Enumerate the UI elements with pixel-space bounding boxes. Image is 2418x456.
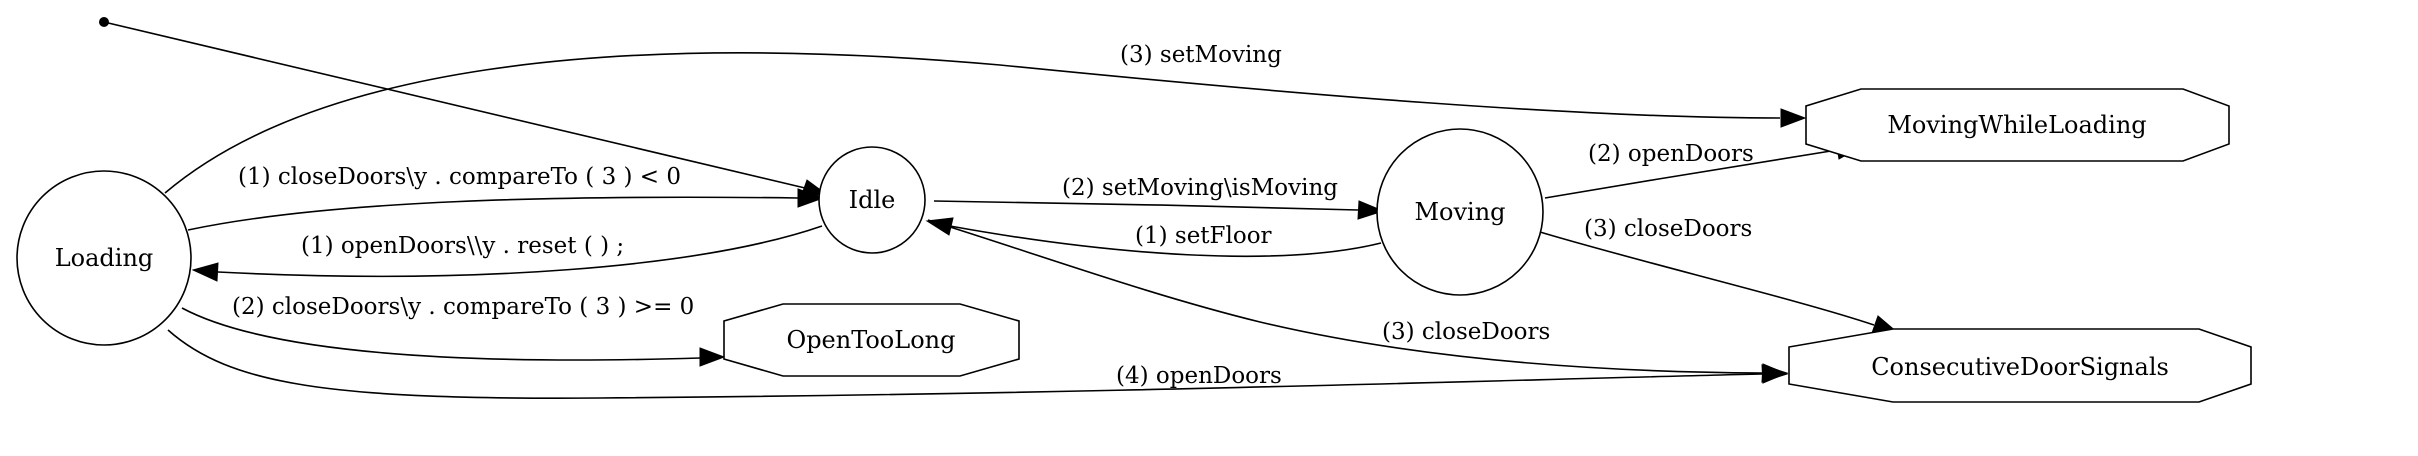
nodes: Loading Idle Moving MovingWhileLoading O… bbox=[16, 88, 2252, 403]
label-loading-to-idle: (1) closeDoors\y . compareTo ( 3 ) < 0 bbox=[238, 164, 681, 190]
label-idle-to-loading: (1) openDoors\\y . reset ( ) ; bbox=[301, 233, 624, 259]
node-idle: Idle bbox=[818, 146, 926, 254]
edges bbox=[99, 17, 1900, 399]
label-moving-to-moving-while-loading: (2) openDoors bbox=[1588, 141, 1754, 167]
edge-idle-to-consecutive bbox=[927, 219, 1763, 374]
node-moving-label: Moving bbox=[1414, 198, 1505, 226]
arrow-idle-to-loading bbox=[191, 262, 219, 282]
label-loading-to-consecutive: (4) openDoors bbox=[1116, 363, 1282, 389]
arrow-loading-to-idle bbox=[797, 188, 825, 208]
edge-labels: (3) setMoving (1) closeDoors\y . compare… bbox=[232, 42, 1754, 389]
label-loading-to-open-too-long: (2) closeDoors\y . compareTo ( 3 ) >= 0 bbox=[232, 294, 694, 320]
label-loading-to-moving-while-loading: (3) setMoving bbox=[1120, 42, 1282, 68]
edge-loading-to-idle bbox=[187, 196, 799, 231]
edge-moving-to-consecutive bbox=[1539, 231, 1875, 326]
edge-start-to-idle bbox=[103, 21, 806, 189]
label-idle-to-consecutive: (3) closeDoors bbox=[1382, 319, 1550, 345]
arrow-idle-to-moving bbox=[1357, 200, 1385, 220]
node-loading: Loading bbox=[16, 170, 192, 346]
arrow-loading-to-moving-while-loading bbox=[1780, 108, 1807, 128]
edge-idle-to-loading bbox=[217, 225, 823, 278]
label-moving-to-consecutive: (3) closeDoors bbox=[1584, 216, 1752, 242]
arrow-loading-to-open-too-long bbox=[699, 347, 726, 367]
edge-loading-to-moving-while-loading bbox=[164, 52, 1781, 194]
node-moving-while-loading: MovingWhileLoading bbox=[1805, 88, 2230, 162]
edge-idle-to-moving bbox=[933, 200, 1359, 211]
label-idle-to-moving: (2) setMoving\isMoving bbox=[1062, 175, 1338, 201]
node-loading-label: Loading bbox=[55, 244, 154, 272]
edge-loading-to-consecutive bbox=[167, 329, 1763, 399]
node-moving-while-loading-label: MovingWhileLoading bbox=[1887, 111, 2146, 139]
node-consecutive-door-signals: ConsecutiveDoorSignals bbox=[1788, 328, 2252, 403]
edge-loading-to-open-too-long bbox=[181, 307, 701, 361]
label-moving-to-idle: (1) setFloor bbox=[1135, 223, 1272, 249]
node-open-too-long: OpenTooLong bbox=[723, 303, 1020, 377]
node-idle-label: Idle bbox=[849, 186, 896, 214]
node-open-too-long-label: OpenTooLong bbox=[787, 326, 956, 354]
arrow-idle-to-consecutive bbox=[1761, 363, 1789, 383]
edge-moving-to-moving-while-loading bbox=[1544, 149, 1838, 199]
node-consecutive-door-signals-label: ConsecutiveDoorSignals bbox=[1871, 353, 2169, 381]
node-moving: Moving bbox=[1376, 128, 1544, 296]
edge-moving-to-idle bbox=[949, 225, 1382, 258]
